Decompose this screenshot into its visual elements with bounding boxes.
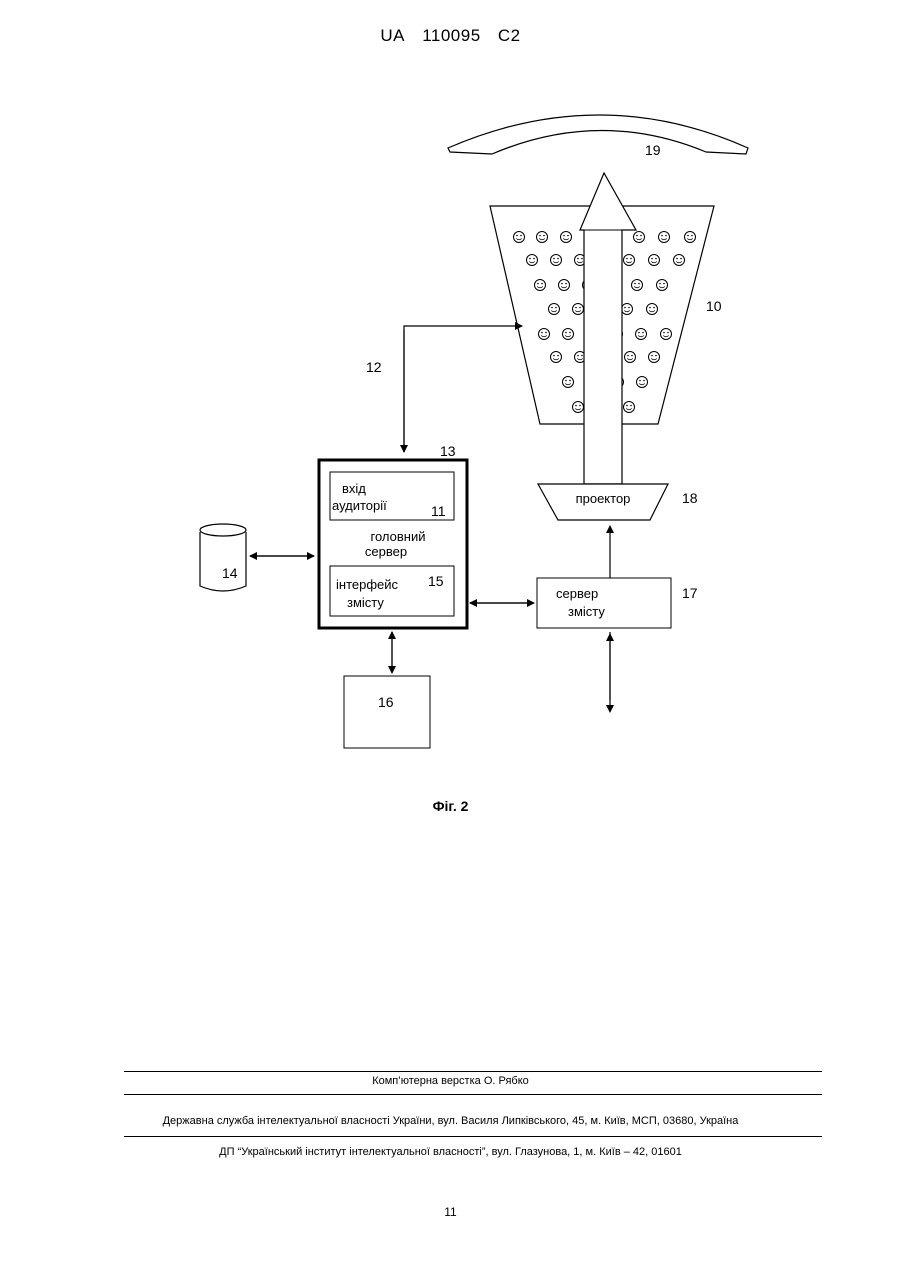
label-15: 15: [428, 573, 444, 589]
audience-face: [659, 232, 670, 243]
projection-arrow: [580, 173, 636, 484]
audience-face: [537, 232, 548, 243]
footer-rule-middle: [124, 1094, 822, 1095]
audience-face: [685, 232, 696, 243]
audience-face: [657, 280, 668, 291]
label-16: 16: [378, 694, 394, 710]
audience-face: [649, 255, 660, 266]
footer-typesetting: Комп’ютерна верстка О. Рябко: [0, 1075, 901, 1087]
label-19: 19: [645, 142, 661, 158]
audience-face: [649, 352, 660, 363]
audience-face: [624, 255, 635, 266]
audience-face: [573, 304, 584, 315]
projector-label: проектор: [576, 491, 631, 506]
audience-face: [674, 255, 685, 266]
audience-face: [636, 329, 647, 340]
svg-text:головний: головний: [371, 529, 426, 544]
figure-2-diagram: проектор вхід аудиторії головний сервер …: [0, 0, 901, 780]
footer-institute: ДП “Український інститут інтелектуальної…: [0, 1146, 901, 1158]
audience-face: [661, 329, 672, 340]
audience-face: [637, 377, 648, 388]
audience-face: [632, 280, 643, 291]
audience-face: [563, 377, 574, 388]
audience-face: [539, 329, 550, 340]
footer-rule-bottom: [124, 1136, 822, 1137]
figure-caption: Фіг. 2: [0, 798, 901, 814]
label-12: 12: [366, 359, 382, 375]
footer-rule-top: [124, 1071, 822, 1072]
label-13: 13: [440, 443, 456, 459]
audience-face: [559, 280, 570, 291]
audience-face: [573, 402, 584, 413]
page-number: 11: [0, 1205, 901, 1219]
label-10: 10: [706, 298, 722, 314]
audience-face: [634, 232, 645, 243]
audience-face: [647, 304, 658, 315]
audience-face: [625, 352, 636, 363]
footer-agency: Державна служба інтелектуальної власност…: [0, 1115, 901, 1127]
audience-face: [561, 232, 572, 243]
audience-face: [535, 280, 546, 291]
svg-text:сервер: сервер: [365, 544, 407, 559]
audience-face: [551, 352, 562, 363]
svg-text:інтерфейс: інтерфейс: [336, 577, 399, 592]
link-12: [404, 326, 522, 452]
screen-19: [448, 115, 748, 154]
svg-text:вхід: вхід: [342, 481, 366, 496]
label-17: 17: [682, 585, 698, 601]
label-11: 11: [431, 503, 446, 519]
svg-text:змісту: змісту: [347, 595, 384, 610]
audience-face: [514, 232, 525, 243]
audience-face: [563, 329, 574, 340]
svg-text:сервер: сервер: [556, 586, 598, 601]
audience-face: [527, 255, 538, 266]
svg-text:аудиторії: аудиторії: [332, 498, 387, 513]
database-14: [200, 532, 246, 591]
audience-face: [624, 402, 635, 413]
audience-face: [549, 304, 560, 315]
svg-text:змісту: змісту: [568, 604, 605, 619]
label-14: 14: [222, 565, 238, 581]
box-16: [344, 676, 430, 748]
label-18: 18: [682, 490, 698, 506]
audience-face: [551, 255, 562, 266]
audience-face: [622, 304, 633, 315]
